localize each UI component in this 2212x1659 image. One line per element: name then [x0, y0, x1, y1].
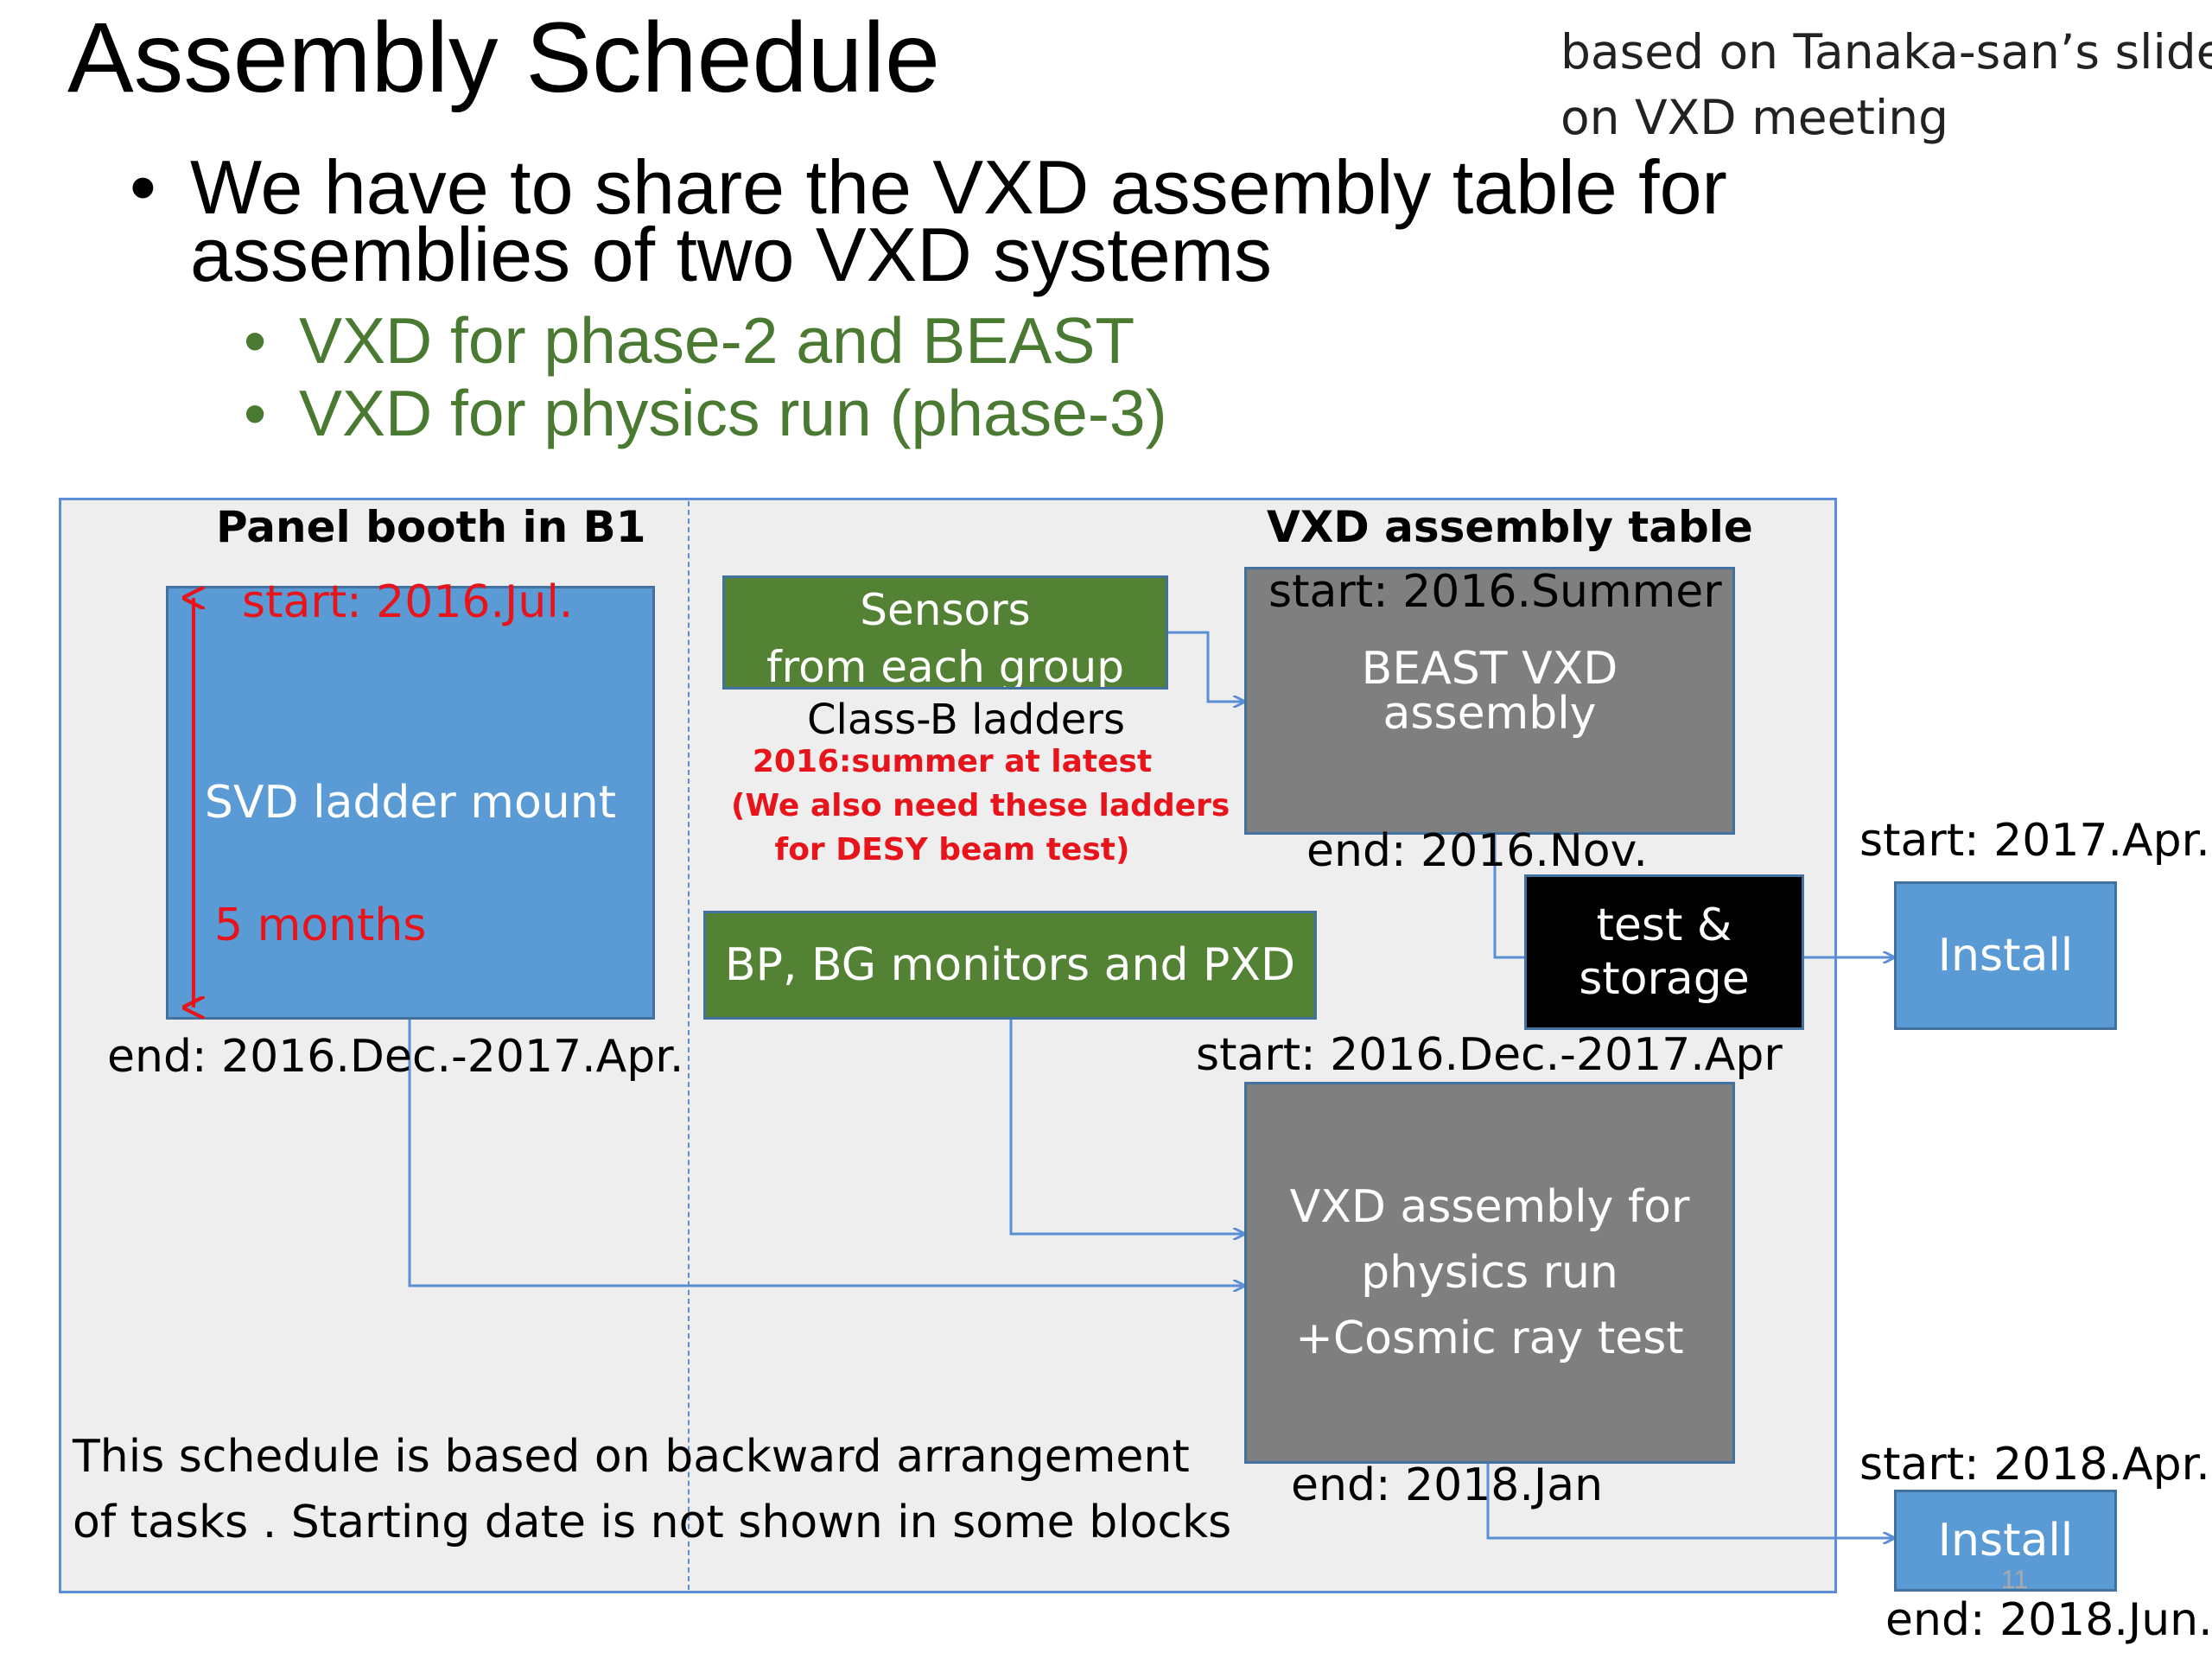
assembly-table-header: VXD assembly table	[1267, 502, 1753, 552]
physics-line1: VXD assembly for	[1289, 1181, 1690, 1233]
physics-end-date: end: 2018.Jan	[1291, 1459, 1604, 1511]
sub-bullet-text: VXD for phase-2 and BEAST	[299, 304, 1135, 377]
physics-start-date: start: 2016.Dec.-2017.Apr	[1196, 1029, 1783, 1081]
svd-duration: 5 months	[214, 899, 427, 951]
beast-line2: assembly	[1382, 688, 1597, 740]
page-number: 11	[2001, 1566, 2029, 1594]
physics-line2: physics run	[1361, 1247, 1618, 1299]
monitors-pxd-box: BP, BG monitors and PXD	[703, 911, 1317, 1020]
physics-run-assembly-box: VXD assembly for physics run +Cosmic ray…	[1244, 1082, 1735, 1464]
source-note: based on Tanaka-san’s slide on VXD meeti…	[1560, 19, 2212, 150]
schedule-footnote: This schedule is based on backward arran…	[73, 1424, 1231, 1555]
svd-end-date: end: 2016.Dec.-2017.Apr.	[107, 1031, 684, 1083]
footnote-line2: of tasks . Starting date is not shown in…	[73, 1497, 1232, 1548]
install1-box: Install	[1894, 881, 2117, 1030]
sensors-to-beast-arrow	[1168, 631, 1244, 702]
storage-line2: storage	[1579, 953, 1750, 1005]
ladder-deadline-line1: 2016:summer at latest	[752, 744, 1153, 779]
sub-bullet-dot: •	[244, 377, 267, 449]
footnote-line1: This schedule is based on backward arran…	[73, 1431, 1190, 1483]
ladder-deadline-note: 2016:summer at latest (We also need thes…	[731, 740, 1230, 872]
monitors-pxd-label: BP, BG monitors and PXD	[724, 939, 1296, 991]
svd-ladder-mount-label: SVD ladder mount	[204, 777, 617, 829]
source-note-line1: based on Tanaka-san’s slide	[1560, 24, 2212, 79]
main-bullet-line2: assemblies of two VXD systems	[190, 212, 1272, 297]
physics-line3: +Cosmic ray test	[1295, 1313, 1684, 1364]
beast-vxd-assembly-box: BEAST VXD assembly	[1244, 567, 1735, 835]
bullet-dot: •	[130, 144, 156, 230]
svd-ladder-mount-box: SVD ladder mount	[166, 586, 655, 1020]
install2-end-date: end: 2018.Jun.	[1885, 1594, 2212, 1646]
slide-title: Assembly Schedule	[67, 3, 940, 113]
main-bullet-text: We have to share the VXD assembly table …	[190, 144, 1727, 297]
svd-start-date: start: 2016.Jul.	[242, 576, 574, 628]
physics-to-install-arrow	[1486, 1464, 1894, 1538]
beast-line1: BEAST VXD	[1361, 643, 1618, 695]
source-note-line2: on VXD meeting	[1560, 90, 1948, 145]
install1-start-date: start: 2017.Apr.	[1859, 815, 2210, 867]
beast-end-date: end: 2016.Nov.	[1306, 825, 1648, 877]
sensors-line2: from each group	[766, 642, 1124, 690]
storage-line1: test &	[1596, 899, 1732, 951]
install2-box: Install	[1894, 1490, 2117, 1592]
install2-start-date: start: 2018.Apr.	[1859, 1439, 2210, 1491]
panel-booth-header: Panel booth in B1	[216, 502, 646, 552]
monitors-to-physics-arrow	[1009, 1020, 1244, 1234]
beast-start-date: start: 2016.Summer	[1268, 566, 1722, 618]
main-bullet-line1: We have to share the VXD assembly table …	[190, 144, 1727, 230]
sensors-line1: Sensors	[860, 585, 1031, 635]
sensors-box: Sensors from each group	[722, 575, 1168, 690]
install1-label: Install	[1937, 930, 2074, 982]
ladder-deadline-line2: (We also need these ladders	[731, 788, 1230, 823]
test-storage-box: test & storage	[1524, 874, 1804, 1030]
ladder-deadline-line3: for DESY beam test)	[774, 832, 1130, 868]
panel-divider	[688, 501, 690, 1590]
sub-bullet-dot: •	[244, 304, 267, 377]
class-b-ladders-caption: Class-B ladders	[807, 696, 1126, 744]
svd-to-physics-arrow	[408, 1020, 1244, 1286]
install2-label: Install	[1937, 1515, 2074, 1567]
sub-bullet-text: VXD for physics run (phase-3)	[299, 377, 1167, 449]
